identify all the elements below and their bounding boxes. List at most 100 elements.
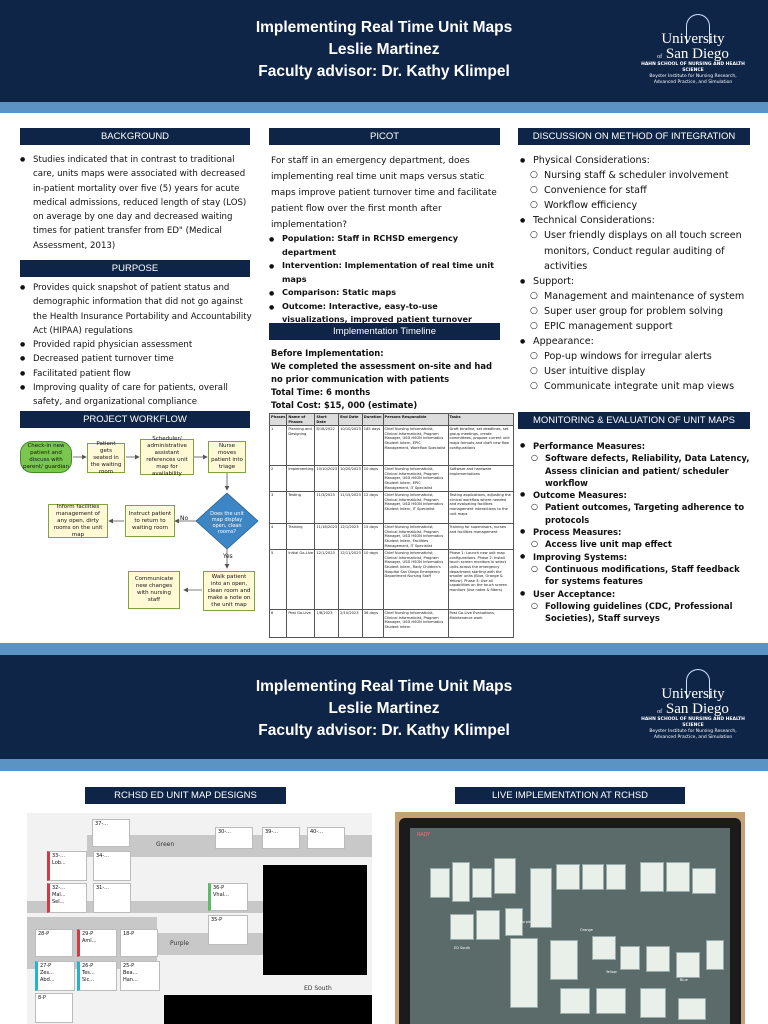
table-cell: 11/15/2023 xyxy=(338,491,363,525)
table-cell: Planning and Designing xyxy=(286,425,316,467)
table-cell: 6 xyxy=(268,609,288,639)
discussion-item: User intuitive display xyxy=(520,364,752,379)
poster-header-top: Implementing Real Time Unit Maps Leslie … xyxy=(0,0,768,102)
table-cell: Post Go-Live xyxy=(286,609,316,639)
bell-tower-icon xyxy=(686,669,710,699)
monitoring-item: Access live unit map effect xyxy=(520,538,756,551)
monitoring-list: Performance Measures:Software defects, R… xyxy=(520,440,756,624)
section-header-background: BACKGROUND xyxy=(20,128,250,145)
table-cell: 2/10/2023 xyxy=(338,609,363,639)
discussion-item: Technical Considerations: xyxy=(520,213,752,228)
room-tile[interactable]: 8-P xyxy=(35,993,73,1023)
table-cell: 10/20/2023 xyxy=(338,465,363,493)
monitoring-item: Software defects, Reliability, Data Late… xyxy=(520,452,756,489)
room-tile[interactable]: 33-...Lob... xyxy=(47,851,87,881)
discussion-item: Convenience for staff xyxy=(520,183,752,198)
table-cell: Training for supervisors, nurses and fac… xyxy=(447,523,514,551)
workflow-no-label: No xyxy=(180,515,189,522)
table-cell: 8/18/2022 xyxy=(314,425,340,467)
room-tile[interactable]: 31-... xyxy=(93,883,131,913)
screen-label: Yellow xyxy=(606,970,617,974)
table-cell: Testing applications, adjusting the clin… xyxy=(447,491,514,525)
workflow-communicate: Communicate new changes with nursing sta… xyxy=(128,571,180,609)
workflow-triage: Nurse moves patient into triage xyxy=(208,441,246,473)
section-header-designs: RCHSD ED UNIT MAP DESIGNS xyxy=(85,787,286,804)
workflow-start: Check-in new patient and discuss with pa… xyxy=(20,441,72,473)
section-header-monitoring: MONITORING & EVALUATION OF UNIT MAPS xyxy=(518,412,750,429)
university-logo-2: University of San Diego HAHN SCHOOL OF N… xyxy=(638,669,748,749)
room-tile[interactable]: 35-P xyxy=(208,915,248,945)
table-cell: Initial Go-Live xyxy=(286,549,316,611)
table-header-cell: Persons Responsible xyxy=(382,412,449,427)
table-cell: 3 xyxy=(268,491,288,525)
room-tile[interactable]: 28-P xyxy=(35,929,73,957)
poster-author: Leslie Martinez xyxy=(328,41,440,58)
table-cell: Phase 1: Launch new unit map configurati… xyxy=(447,549,514,611)
table-header-cell: Tasks xyxy=(447,412,514,427)
university-logo: University of San Diego HAHN SCHOOL OF N… xyxy=(638,14,748,94)
display-brand-label: RADY xyxy=(417,832,431,838)
table-cell: 12/1/2023 xyxy=(314,549,340,611)
purpose-item: Facilitated patient flow xyxy=(20,367,258,382)
table-cell: 11/3/2023 xyxy=(314,491,340,525)
purpose-item: Decreased patient turnover time xyxy=(20,352,258,367)
room-tile[interactable]: 32-...Mal...Sel... xyxy=(47,883,87,913)
table-cell: 12 days xyxy=(361,491,384,525)
header-stripe-top xyxy=(0,102,768,113)
table-cell: 5 xyxy=(268,549,288,611)
workflow-diagram: Check-in new patient and discuss with pa… xyxy=(14,435,264,630)
poster-advisor-2: Faculty advisor: Dr. Kathy Klimpel xyxy=(258,722,510,739)
room-tile[interactable]: 18-P xyxy=(120,929,158,957)
background-item: Studies indicated that in contrast to tr… xyxy=(20,153,252,253)
table-cell: 10/10/2023 xyxy=(314,465,340,493)
picot-question: For staff in an emergency department, do… xyxy=(271,156,497,230)
section-header-workflow: PROJECT WORKFLOW xyxy=(20,411,250,428)
room-tile[interactable]: 39-... xyxy=(262,827,300,849)
table-header-cell: End Date xyxy=(338,412,363,427)
decision-diamond xyxy=(195,492,259,550)
table-cell: 4 xyxy=(268,523,288,551)
room-tile[interactable]: 34-... xyxy=(93,851,131,881)
zone-ed-south-label: ED South xyxy=(304,985,332,992)
table-cell: 15 days xyxy=(361,523,384,551)
discussion-item: Pop-up windows for irregular alerts xyxy=(520,349,752,364)
room-tile[interactable]: 40-... xyxy=(307,827,345,849)
touch-screen-display: Purple ED South Orange Yellow Blue xyxy=(410,828,730,1024)
monitoring-item: Improving Systems: xyxy=(520,551,756,564)
section-header-discussion: DISCUSSION ON METHOD OF INTEGRATION xyxy=(518,128,750,145)
discussion-item: Communicate integrate unit map views xyxy=(520,379,752,394)
table-header-cell: Name of Phases xyxy=(286,412,316,427)
table-cell: 36 days xyxy=(361,609,384,639)
picot-item: Intervention: Implementation of real tim… xyxy=(269,259,504,286)
redacted-block xyxy=(164,995,372,1024)
workflow-inform: Inform facilities management of any open… xyxy=(48,504,108,538)
poster-title: Implementing Real Time Unit Maps xyxy=(255,19,513,36)
discussion-item: EPIC management support xyxy=(520,319,752,334)
purpose-text: Provides quick snapshot of patient statu… xyxy=(20,281,258,410)
purpose-item: Provides quick snapshot of patient statu… xyxy=(20,281,258,338)
header-stripe-bottom xyxy=(0,759,768,771)
table-cell: 11/16/2023 xyxy=(314,523,340,551)
workflow-walk: Walk patient into an open, clean room an… xyxy=(203,571,255,611)
table-cell: Chief Nursing Informaticist, Clinical In… xyxy=(382,609,449,639)
screen-label: Blue xyxy=(680,978,688,982)
zone-green-label: Green xyxy=(156,841,175,848)
monitoring-item: User Acceptance: xyxy=(520,588,756,601)
poster-header-bottom-main: Implementing Real Time Unit Maps Leslie … xyxy=(0,655,768,759)
purpose-item: Provided rapid physician assessment xyxy=(20,338,258,353)
table-cell: Testing xyxy=(286,491,316,525)
workflow-decision-label: Does the unit map display open, clean ro… xyxy=(210,511,244,535)
workflow-scheduler: Scheduler/ administrative assistant refe… xyxy=(140,436,194,477)
table-cell: Draft timeline, set deadlines, set group… xyxy=(447,425,514,467)
room-tile[interactable]: 37-... xyxy=(92,819,130,847)
room-tile[interactable]: 30-... xyxy=(215,827,253,849)
section-header-purpose: PURPOSE xyxy=(20,260,250,277)
